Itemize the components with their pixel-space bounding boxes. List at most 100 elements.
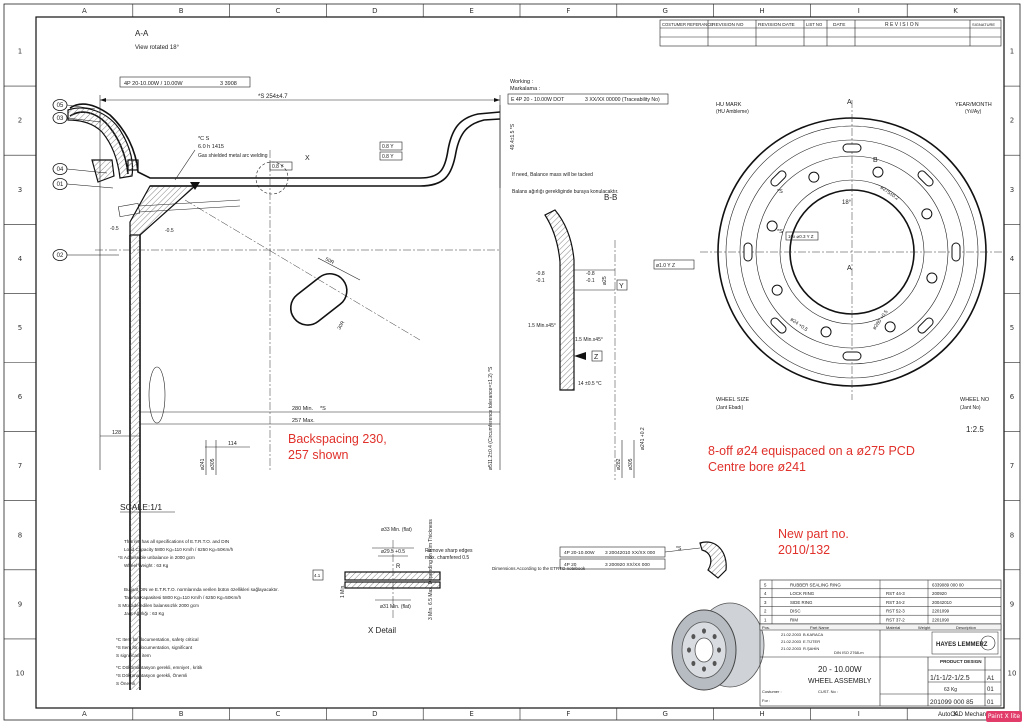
dim-tol-1: -0.5 [110,226,119,232]
bb-d8: ø305 [628,458,634,470]
tb-drawing-no: 201099 000 85 [930,699,974,706]
grid-row-label: 10 [16,669,25,677]
parts-row-name: RIM [790,618,798,623]
tb-sheet-no: 01 [987,687,994,693]
tb-scale: 1/1-1/2-1/2.5 [930,675,970,682]
parts-h-desc: Description [956,625,976,630]
year-month-sub: (Yıl/Ay) [965,109,982,115]
xd-d6: 3 Min. 6.5 Max. Depending on Rim Thickne… [428,519,434,620]
parts-row-name: DISC [790,609,801,614]
face-d-ol: ø275±0.2 [879,185,900,202]
xd-d4: ø31 Min. (flat) [380,604,411,610]
parts-row-material: RST 44-3 [886,591,905,596]
bb-chamfer-1: 1.5 Min.x45° [528,323,556,329]
dim-50r: 50R [324,256,335,266]
wheel-no-sub: (Jant No) [960,405,981,411]
working-label: Working : [510,79,534,85]
date-1: 21.02.2003 [781,632,802,637]
note-en-3: *S Admissible unbalance in 2000 gcm [118,555,195,560]
legend-4: *C Dökümantasyon gerekli, emniyet , krit… [116,665,203,670]
title-line-2: WHEEL ASSEMBLY [808,678,872,685]
name-1: B.KARACA [803,632,824,637]
bb-d3: -0.8 [586,271,595,277]
part-bubble-label: 04 [57,167,64,173]
dim-257: 257 Max. [292,418,315,424]
grid-row-label: 3 [1010,186,1014,194]
mark-star: *S [676,546,682,552]
grid-row-label: 5 [18,324,22,332]
section-a-top: A [847,99,852,106]
x-detail-view: ø33 Min. (flat) ø29.5 +0.5 R ø31 Min. (f… [312,519,586,635]
rev-col-listno: LIST NO [806,22,823,27]
dim-30r: 30R [337,320,347,331]
tb-cust-no: CUST. No : [818,689,838,694]
mark-line1b: 3 20042010 XX/XX 000 [605,550,655,556]
grid-col-label: D [372,710,377,718]
outer-border [3,3,1021,721]
parts-row-name: LOCK RING [790,591,815,596]
detail-x-label: X [305,155,310,162]
annotation-new-part-2: 2010/132 [778,543,830,557]
note-tr-4: Jant Ağırlığı : 63 Kg [124,611,165,616]
bolt-hole [820,326,832,338]
vent-slot [770,170,787,187]
parts-row-pos: 1 [764,618,767,623]
general-notes: SCALE:1/1 This rim has all specification… [116,502,279,686]
weld-note-1: *C S [198,136,210,142]
legend-2: *S Item for documentation, significant [116,645,193,650]
parts-row-ref: 2201090 [932,618,950,623]
tb-weight: 63 Kg [944,687,957,693]
vent-hole-pattern [743,143,961,361]
grid-row-label: 7 [18,462,22,470]
bolt-hole [771,284,783,296]
name-3: R.ŞAHİN [803,646,819,651]
parts-row-pos: 2 [764,609,767,614]
stamp-code: 3 3908 [220,81,237,87]
detail-x-circle [255,161,289,195]
bb-frame: ø1.0 Y Z [656,263,675,269]
wheel-size-label: WHEEL SIZE [716,397,749,403]
xd-note-2: max. chamfered 0.5 [425,555,469,561]
grid-col-label: H [759,710,764,718]
scale-label: SCALE:1/1 [120,502,162,512]
grid-col-label: D [372,7,377,15]
dim-d1: ø241 [200,458,206,470]
hu-mark-label: HU MARK [716,102,742,108]
grid-row-label: 4 [18,255,23,263]
bolt-hole [926,272,938,284]
mark-line2b: 3 200920 XX/XX 000 [605,562,650,568]
bb-d5: ø25 [602,276,608,285]
grid-col-label: F [566,710,570,718]
legend-5: *S Dökümantasyon gerekli, Önemli [116,672,187,678]
parts-row-name: SIDE RING [790,600,813,605]
dim-tol-2: -0.5 [165,228,174,234]
annotation-bolts-1: 8-off ø24 equispaced on a ø275 PCD [708,444,915,458]
parts-h-mat: Material [886,625,900,630]
render-bolt-hole [712,633,717,640]
note-en-1: This rim has all specifications of E.T.R… [124,539,229,544]
dim-d2: ø305 [210,458,216,470]
grid-col-label: I [858,7,860,15]
grid-row-label: 7 [1010,462,1014,470]
mark-line1: 4P 20-10.00W [564,550,595,556]
grid-row-label: 5 [1010,324,1014,332]
dim-128: 128 [112,430,121,436]
vent-slot [842,351,862,361]
autocad-logo: AutoCAD Mechanical [938,712,995,718]
grid-col-label: A [82,710,87,718]
bolt-hole [808,171,820,183]
marking-traceability: 3 XX/XX 00000 (Traceability No) [585,97,660,103]
grid-row-label: 3 [18,186,22,194]
red-annotations: Backspacing 230, 257 shown 8-off ø24 equ… [288,432,915,557]
grid-row-label: 6 [18,393,23,401]
grid-col-label: B [179,7,184,15]
parts-row-ref: 6339089 000 00 [932,582,964,587]
note-tr-2: Taşıma Kapasitesi 5800 Kg=110 Km/h / 625… [124,595,242,600]
grid-row-label: 9 [18,600,22,608]
section-bb-title: B-B [604,193,617,202]
legend-1: *C Item for documentation, safety critic… [116,637,198,642]
parts-h-pos: Pos. [762,625,770,630]
bb-d4: -0.1 [586,278,595,284]
face-d-b: ø24 +0.5 [789,317,809,333]
